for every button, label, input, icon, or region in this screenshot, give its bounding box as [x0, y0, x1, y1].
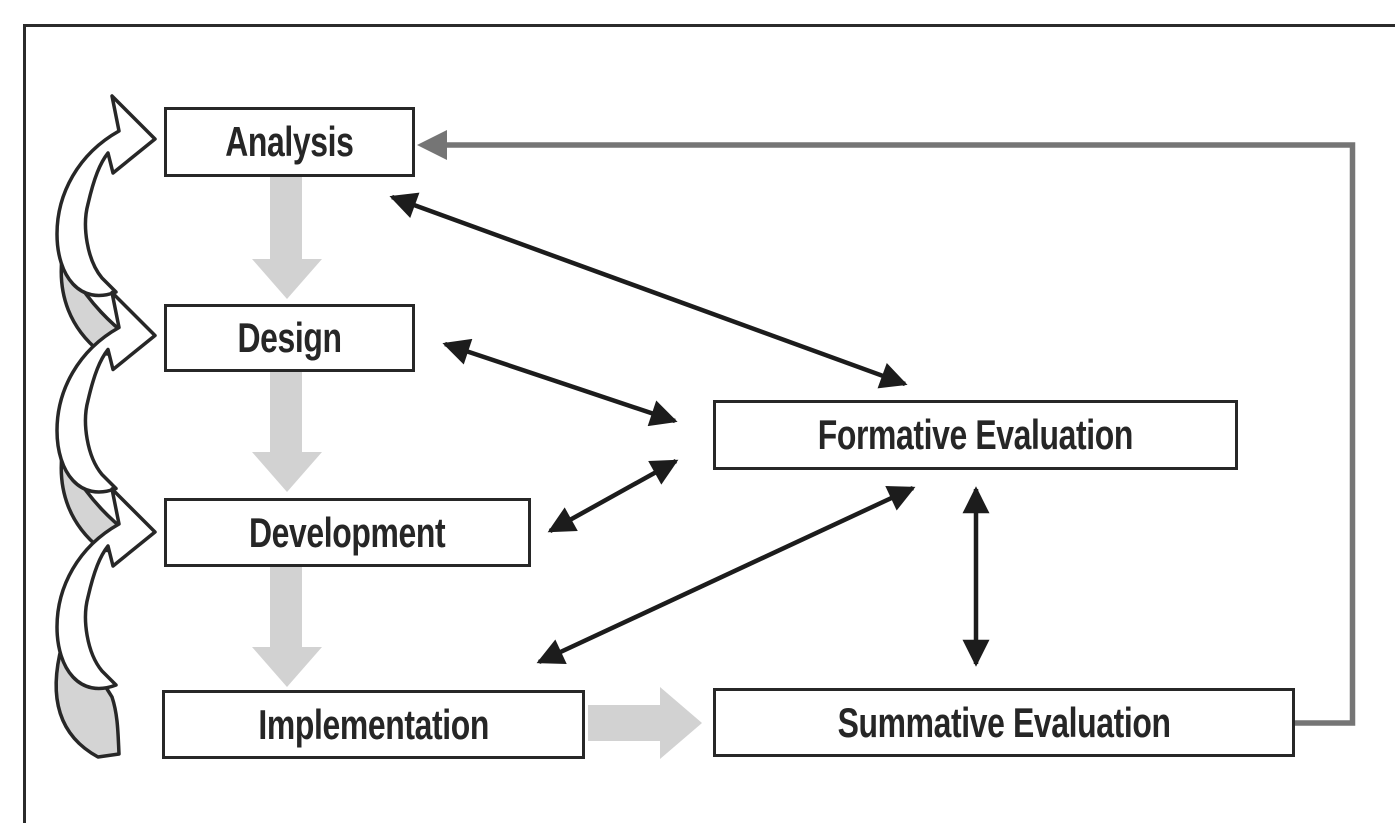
connector-design-formative — [442, 338, 678, 427]
flow-arrow-design-to-development — [252, 372, 322, 492]
box-analysis: Analysis — [164, 107, 415, 177]
box-implementation-label: Implementation — [258, 700, 489, 748]
box-implementation: Implementation — [162, 690, 585, 759]
box-design-label: Design — [237, 314, 342, 361]
flow-arrows — [252, 177, 702, 759]
curl-arrow-to-analysis — [55, 94, 157, 298]
flow-arrow-development-to-implementation — [252, 567, 322, 687]
connector-development-formative — [547, 459, 679, 533]
box-analysis-label: Analysis — [225, 118, 354, 165]
flow-arrow-implementation-to-summative — [588, 687, 702, 759]
box-development-label: Development — [249, 508, 446, 556]
feedback-arrowhead-icon — [417, 130, 447, 160]
box-design: Design — [164, 304, 415, 372]
box-summative-evaluation: Summative Evaluation — [713, 688, 1295, 757]
figure-frame — [23, 24, 1395, 823]
flow-arrow-analysis-to-design — [252, 177, 322, 299]
box-development: Development — [164, 498, 531, 567]
connector-analysis-formative — [389, 192, 908, 389]
evaluation-connectors — [389, 192, 990, 667]
box-summative-evaluation-label: Summative Evaluation — [837, 698, 1171, 746]
feedback-loop-arrow — [417, 130, 1356, 726]
iteration-curl-arrows — [54, 94, 157, 759]
connector-implementation-formative — [536, 485, 916, 665]
box-formative-evaluation-label: Formative Evaluation — [817, 411, 1134, 458]
box-formative-evaluation: Formative Evaluation — [713, 400, 1238, 470]
